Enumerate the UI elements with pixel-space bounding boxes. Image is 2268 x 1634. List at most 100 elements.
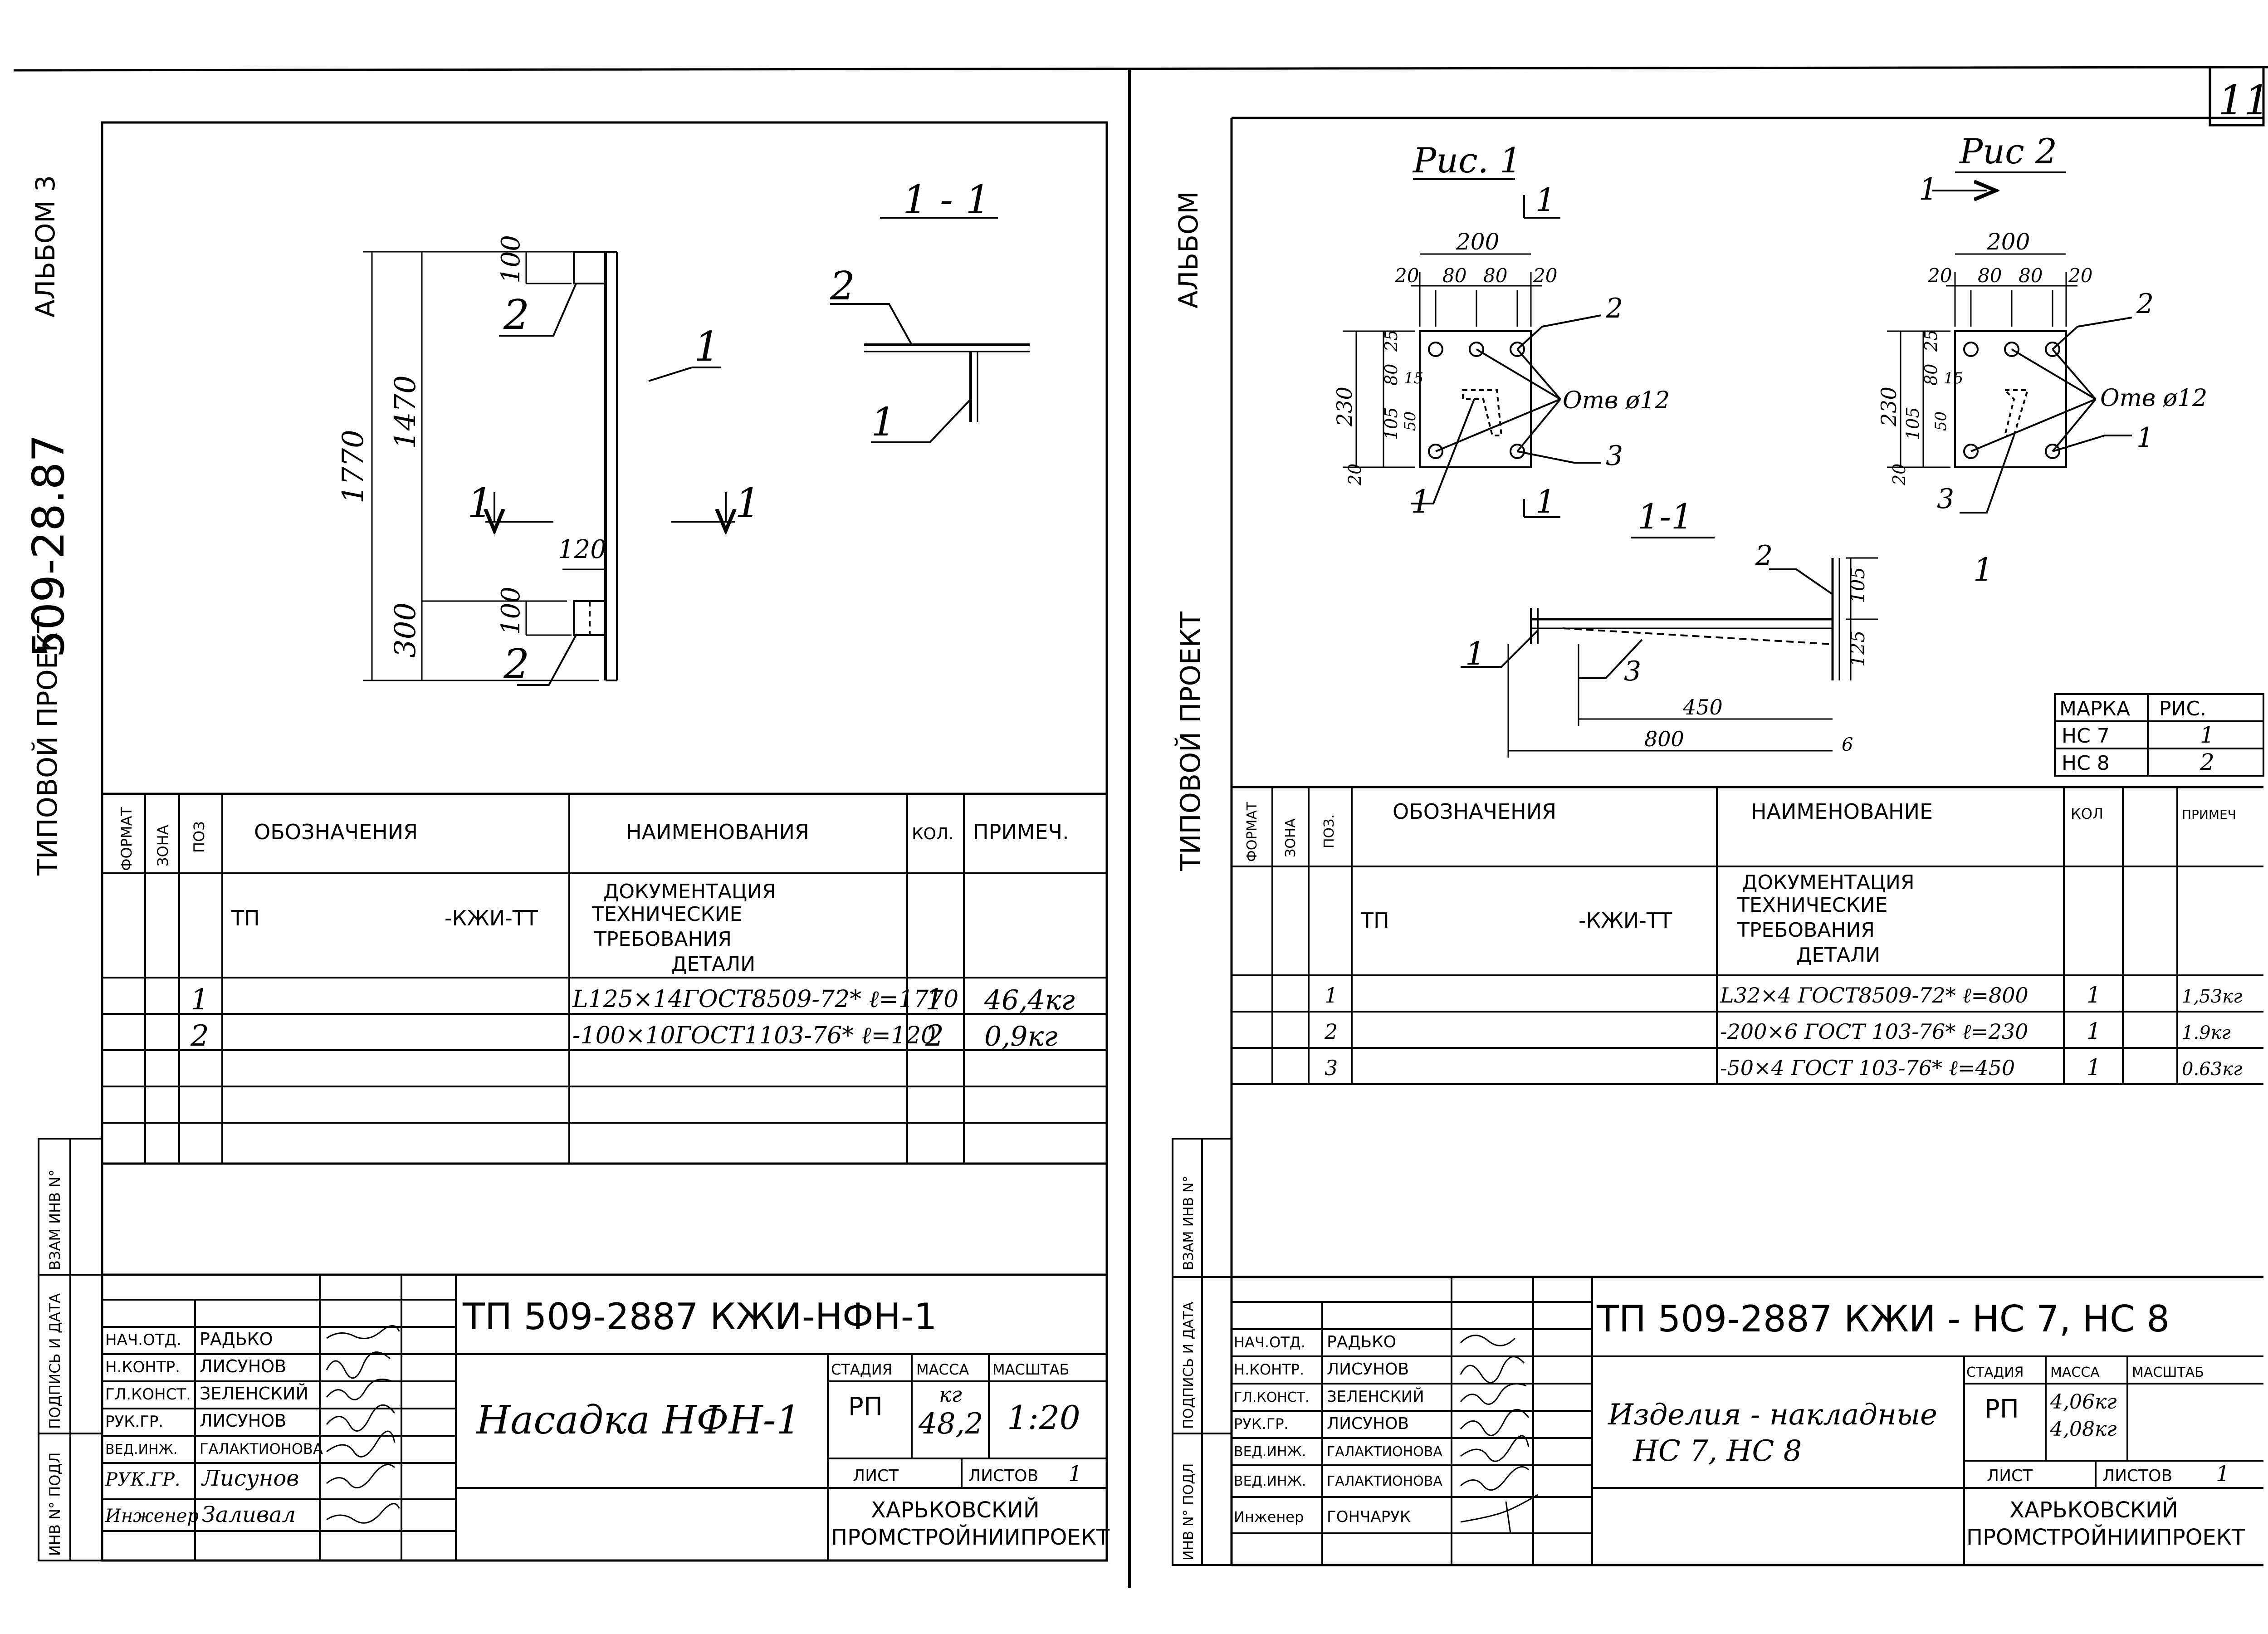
left-spec-h-pos: ПОЗ	[191, 821, 208, 853]
fig2-h105: 105	[1903, 407, 1923, 440]
fig1-w20a: 20	[1394, 264, 1419, 287]
left-side-number: 509-28.87	[23, 434, 74, 658]
right-section-d6: 6	[1842, 734, 1853, 755]
right-name-7: ГОНЧАРУК	[1327, 1508, 1411, 1526]
left-row-2-name: -100×10ГОСТ1103-76* ℓ=120	[572, 1022, 936, 1049]
right-stamp-podp: ПОДПИСЬ И ДАТА	[1181, 1301, 1197, 1429]
left-side-project: ТИПОВОЙ ПРОЕКТ	[31, 616, 64, 876]
right-signatures	[1460, 1335, 1538, 1534]
fig1-h50: 50	[1401, 411, 1419, 431]
left-spec-grid	[102, 794, 1107, 1164]
left-section-label: 1 - 1	[903, 177, 990, 223]
right-section-pos-2: 2	[1755, 540, 1773, 572]
pos-1-label: 1	[694, 323, 720, 371]
right-doc-designation-prefix: ТП	[1360, 908, 1389, 933]
fig1-h15: 15	[1404, 369, 1423, 387]
left-section-pos-1: 1	[871, 400, 896, 445]
left-name-5: ГАЛАКТИОНОВА	[200, 1440, 323, 1458]
mark-table-grid	[2054, 693, 2264, 777]
fig1-h230: 230	[1332, 386, 1357, 427]
pos-2-top-label: 2	[503, 291, 529, 339]
right-row-2-name: -200×6 ГОСТ 103-76* ℓ=230	[1720, 1019, 2028, 1044]
fig2-w20b: 20	[2068, 264, 2092, 287]
sheet-border	[13, 66, 2268, 1588]
right-org-1: ХАРЬКОВСКИЙ	[2009, 1497, 2178, 1523]
right-spec-h-designation: ОБОЗНАЧЕНИЯ	[1393, 799, 1556, 824]
fig1-h105: 105	[1381, 407, 1401, 440]
fig2-h50: 50	[1932, 411, 1950, 431]
fig2-h15: 15	[1944, 369, 1963, 387]
left-doc-line-3: ТРЕБОВАНИЯ	[594, 928, 732, 951]
right-frame	[1230, 117, 2263, 1566]
right-row-1-pos: 1	[1325, 983, 1338, 1008]
right-scale-label: МАСШТАБ	[2132, 1365, 2204, 1380]
right-section-cut: 1	[1973, 551, 1994, 588]
dim-100-bot: 100	[496, 587, 526, 635]
left-spec-h-name: НАИМЕНОВАНИЯ	[626, 820, 809, 844]
fig2-drawing	[1887, 171, 2132, 514]
fig1-cut-top: 1	[1535, 181, 1556, 219]
fig1-w20b: 20	[1533, 264, 1557, 287]
left-scale-label: МАСШТАБ	[992, 1361, 1069, 1378]
fig2-h25: 25	[1921, 330, 1941, 352]
left-code: ТП 509-2887 КЖИ-НФН-1	[462, 1296, 937, 1338]
right-name-6: ГАЛАКТИОНОВА	[1327, 1473, 1442, 1489]
mark-table-r2-mark: НС 8	[2062, 752, 2110, 775]
left-signatures	[326, 1325, 400, 1524]
right-spec-h-qty: КОЛ	[2071, 805, 2103, 822]
right-sheet-label: ЛИСТ	[1987, 1467, 2033, 1485]
fig1-h25: 25	[1381, 330, 1401, 352]
right-title-line-1: Изделия - накладные	[1608, 1398, 1937, 1432]
right-title-line-2: НС 7, НС 8	[1633, 1434, 1802, 1468]
cut-mark-right: 1	[735, 479, 761, 527]
right-stage-label: СТАДИЯ	[1966, 1365, 2024, 1380]
left-stage: РП	[848, 1392, 883, 1422]
left-name-1: РАДЬКО	[200, 1329, 273, 1349]
left-doc-line-4: ДЕТАЛИ	[671, 953, 755, 976]
left-row-1-pos: 1	[191, 983, 209, 1017]
right-stamp-column	[1172, 1138, 1232, 1566]
fig2-w20a: 20	[1927, 264, 1952, 287]
right-sheets: 1	[2216, 1461, 2230, 1487]
fig2-pos-3: 3	[1937, 483, 1954, 515]
dim-300: 300	[389, 602, 422, 658]
fig1-pos-2: 2	[1605, 293, 1623, 324]
right-row-1-name: L32×4 ГОСТ8509-72* ℓ=800	[1720, 983, 2028, 1008]
right-spec-h-format: ФОРМАТ	[1244, 802, 1260, 862]
left-name-7: Заливал	[202, 1502, 296, 1527]
left-role-5: ВЕД.ИНЖ.	[105, 1442, 177, 1458]
right-section-d105: 105	[1847, 567, 1869, 603]
right-role-3: ГЛ.КОНСТ.	[1234, 1389, 1310, 1405]
fig1-w80a: 80	[1442, 264, 1466, 287]
left-doc-line-2: ТЕХНИЧЕСКИЕ	[591, 903, 742, 926]
left-people: НАЧ.ОТД. РАДЬКО Н.КОНТР. ЛИСУНОВ ГЛ.КОНС…	[105, 1329, 323, 1527]
right-name-2: ЛИСУНОВ	[1327, 1360, 1409, 1379]
right-row-1-note: 1,53кг	[2182, 986, 2242, 1007]
left-spec-h-designation: ОБОЗНАЧЕНИЯ	[254, 820, 418, 844]
fig2-h230: 230	[1877, 386, 1901, 427]
right-name-3: ЗЕЛЕНСКИЙ	[1327, 1387, 1424, 1406]
fig1-title: Рис. 1	[1412, 140, 1521, 181]
left-role-6: РУК.ГР.	[105, 1469, 181, 1490]
right-mass-1: 4,06кг	[2050, 1390, 2116, 1414]
left-role-2: Н.КОНТР.	[105, 1358, 180, 1376]
left-spec-h-zone: ЗОНА	[154, 825, 171, 866]
left-sheets-label: ЛИСТОВ	[968, 1467, 1038, 1485]
right-spec-h-name: НАИМЕНОВАНИЕ	[1751, 799, 1933, 824]
fig2-cut: 1	[1919, 172, 1938, 207]
left-row-1-note: 46,4кг	[984, 984, 1075, 1016]
left-spec-h-format: ФОРМАТ	[118, 807, 135, 871]
left-name-6: Лисунов	[201, 1466, 299, 1491]
right-spec-h-pos: ПОЗ.	[1321, 814, 1337, 848]
right-side-project: ТИПОВОЙ ПРОЕКТ	[1174, 612, 1207, 871]
fig2-h20: 20	[1889, 464, 1909, 486]
right-side-album: АЛЬБОМ	[1173, 191, 1204, 308]
left-sheet-label: ЛИСТ	[853, 1467, 899, 1485]
left-row-1-name: L125×14ГОСТ8509-72* ℓ=1770	[572, 986, 958, 1013]
fig2-w80a: 80	[1978, 264, 2002, 287]
right-section-d800: 800	[1644, 727, 1684, 751]
right-row-2-qty: 1	[2087, 1018, 2101, 1044]
right-role-7: Инженер	[1234, 1508, 1304, 1526]
right-role-2: Н.КОНТР.	[1234, 1361, 1304, 1378]
